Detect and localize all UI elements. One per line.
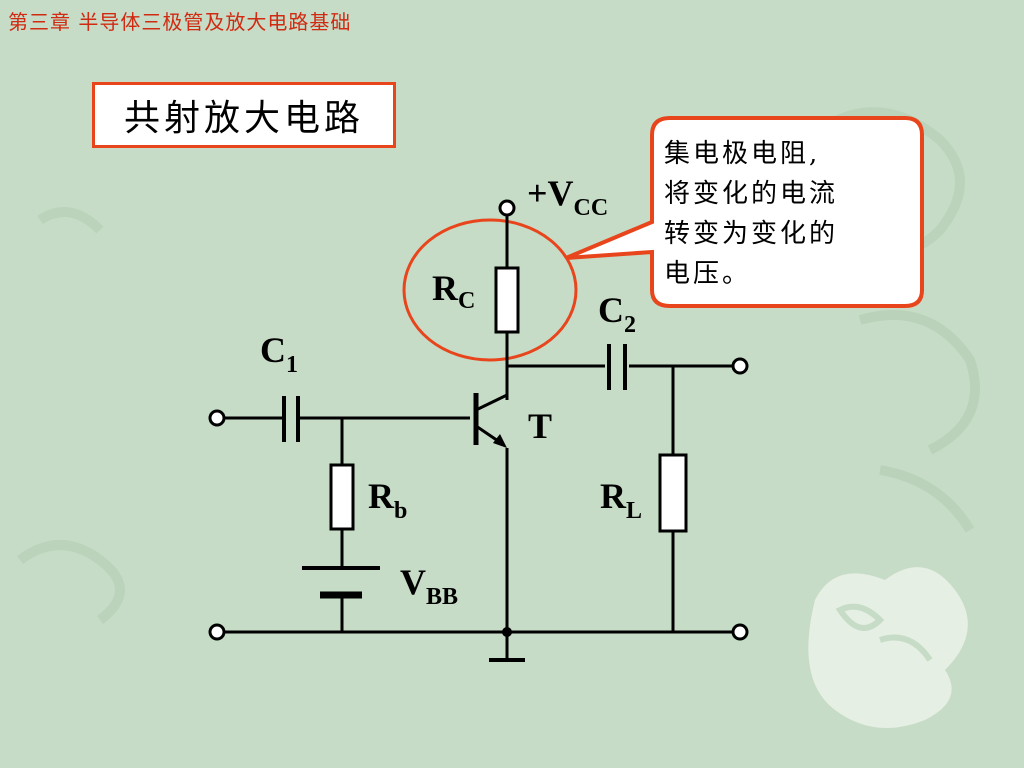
svg-text:C2: C2 xyxy=(598,290,636,338)
svg-text:VBB: VBB xyxy=(400,562,458,610)
svg-text:+VCC: +VCC xyxy=(527,173,608,221)
callout-line: 电压。 xyxy=(664,259,752,289)
c2-label-sub: 2 xyxy=(624,312,636,338)
resistor-rb xyxy=(329,463,355,531)
c1-label: C xyxy=(260,330,286,370)
vbb-label-sub: BB xyxy=(426,584,458,610)
transistor-emitter-arrow xyxy=(493,434,507,448)
svg-text:RL: RL xyxy=(600,476,642,524)
svg-text:C1: C1 xyxy=(260,330,298,378)
chapter-header: 第三章 半导体三极管及放大电路基础 xyxy=(8,10,352,34)
c2-label: C xyxy=(598,290,624,330)
rc-label-sub: C xyxy=(458,288,475,314)
rb-label-sub: b xyxy=(394,498,407,524)
rc-label: R xyxy=(432,268,459,308)
rb-label: R xyxy=(368,476,395,516)
callout-text: 集电极电阻, 将变化的电流 转变为变化的 电压。 xyxy=(664,134,904,294)
ground-junction-dot xyxy=(502,627,512,637)
rl-label: R xyxy=(600,476,627,516)
vcc-terminal xyxy=(498,199,516,217)
ground-right-terminal xyxy=(731,623,749,641)
callout-line: 转变为变化的 xyxy=(664,219,839,249)
rc-highlight-ellipse xyxy=(402,218,578,362)
output-terminal xyxy=(731,357,749,375)
vbb-label: V xyxy=(400,562,426,602)
c1-label-sub: 1 xyxy=(286,352,298,378)
svg-text:RC: RC xyxy=(432,268,475,314)
vcc-label: +V xyxy=(527,173,574,213)
dragon-emblem-icon xyxy=(808,567,968,728)
svg-text:Rb: Rb xyxy=(368,476,407,524)
callout-line: 将变化的电流 xyxy=(664,179,839,209)
callout-bubble xyxy=(565,116,924,308)
callout-line: 集电极电阻, xyxy=(664,139,821,169)
page-title: 共射放大电路 xyxy=(92,82,396,148)
resistor-rl xyxy=(658,453,688,533)
resistor-rc xyxy=(494,266,520,334)
transistor-label: T xyxy=(528,406,552,446)
rl-label-sub: L xyxy=(626,498,642,524)
ground-left-terminal xyxy=(208,623,226,641)
input-terminal xyxy=(208,409,226,427)
vcc-label-sub: CC xyxy=(574,195,609,221)
